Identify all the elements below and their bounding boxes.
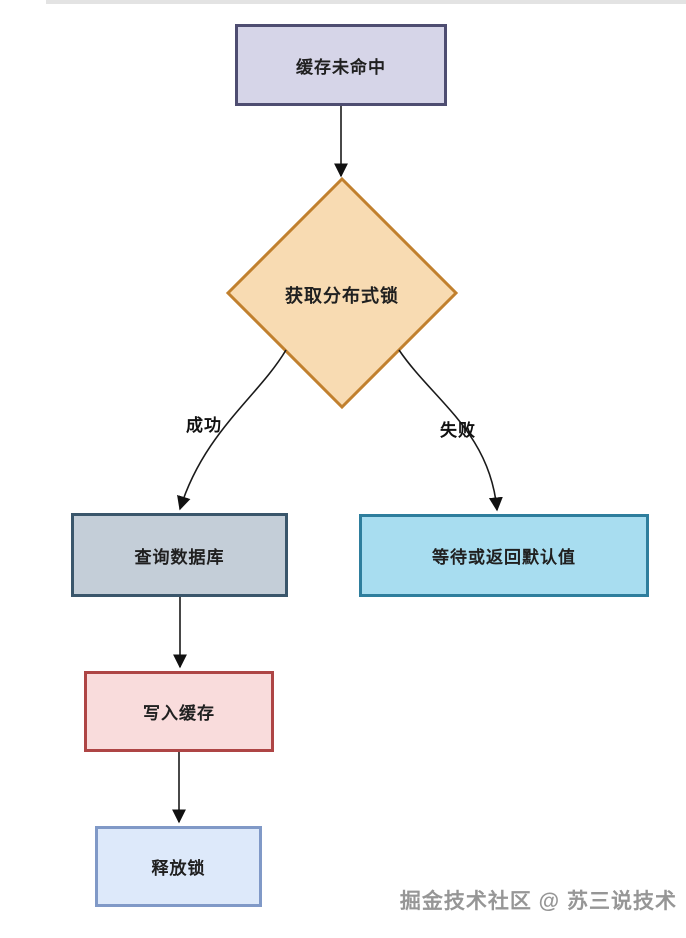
node-release-lock-label: 释放锁 [151, 859, 206, 878]
node-wait-default-label: 等待或返回默认值 [432, 548, 576, 567]
node-query-db: 查询数据库 [71, 513, 288, 597]
node-cache-miss-label: 缓存未命中 [296, 57, 386, 77]
node-write-cache-label: 写入缓存 [143, 704, 215, 723]
edge-lock-to-query-db [177, 349, 287, 511]
node-acquire-lock-label: 获取分布式锁 [285, 286, 399, 306]
node-cache-miss: 缓存未命中 [235, 24, 447, 106]
watermark-text: 掘金技术社区 @ 苏三说技术 [399, 890, 677, 913]
edge-label-success: 成功 [186, 416, 222, 435]
node-release-lock: 释放锁 [95, 826, 262, 907]
node-write-cache: 写入缓存 [84, 671, 274, 752]
edge-lock-to-wait-default [398, 349, 503, 512]
node-wait-default: 等待或返回默认值 [359, 514, 649, 597]
top-border-strip [46, 0, 686, 4]
node-query-db-label: 查询数据库 [134, 547, 225, 567]
edge-label-failure: 失败 [440, 421, 476, 440]
